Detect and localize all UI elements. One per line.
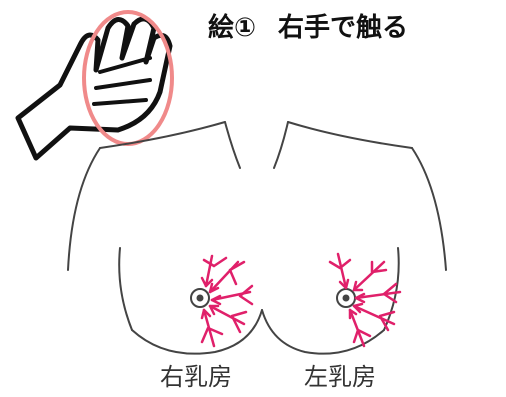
left-breast-label: 左乳房 — [304, 360, 376, 394]
torso-outline — [68, 122, 446, 354]
title-text: 右手で触る — [278, 13, 408, 43]
left-breast-arrows — [330, 254, 400, 346]
page-title: 絵① 右手で触る — [208, 6, 500, 50]
right-breast-arrows — [191, 256, 252, 346]
right-breast-label: 右乳房 — [160, 360, 232, 394]
title-number: 絵① — [208, 13, 256, 43]
